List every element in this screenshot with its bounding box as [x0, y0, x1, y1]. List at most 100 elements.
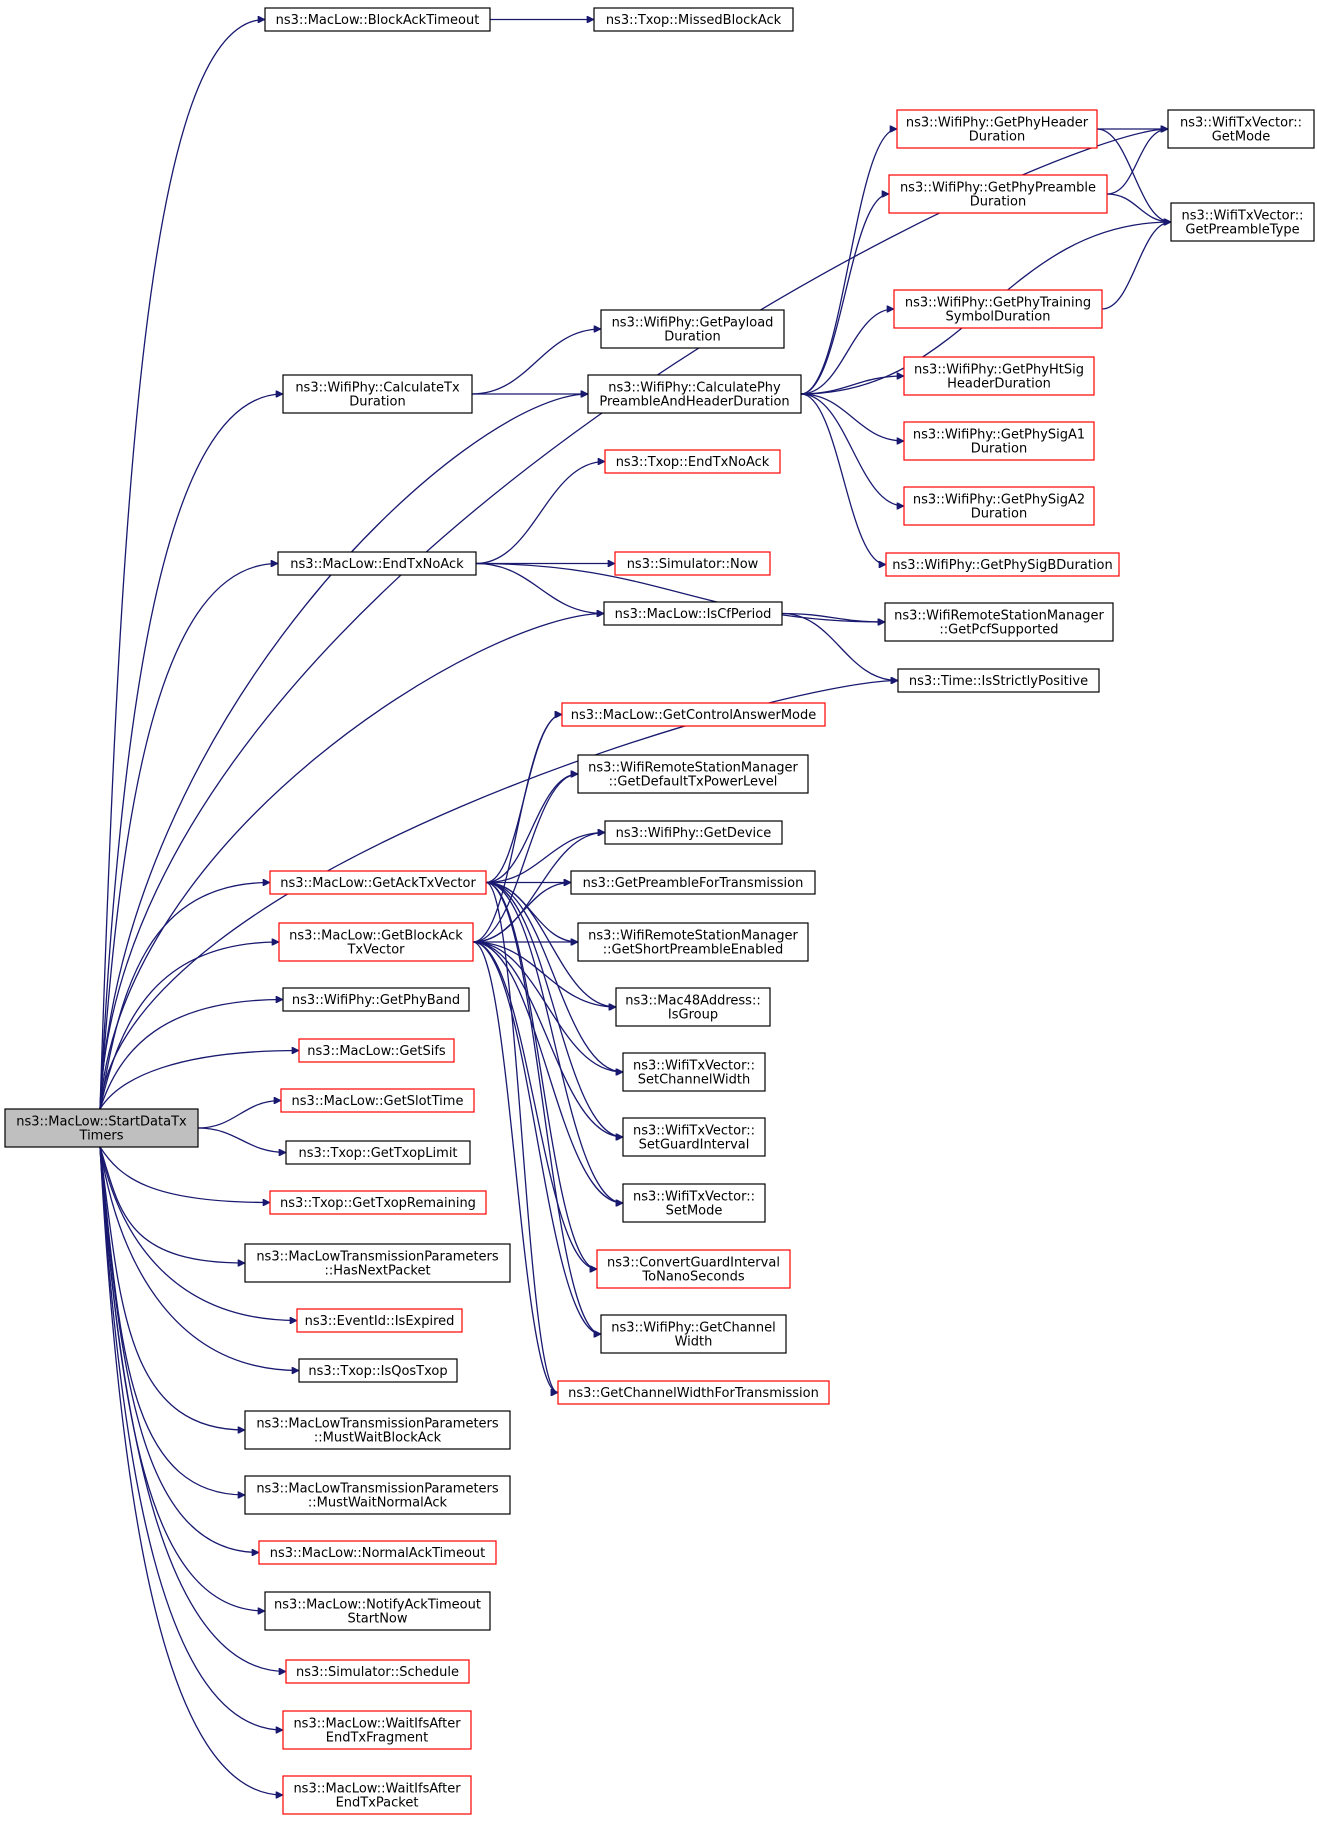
node-label: ns3::WifiPhy::GetPhyHeader [906, 116, 1089, 131]
node-label: ns3::MacLowTransmissionParameters [256, 1250, 499, 1265]
node-box [282, 987, 470, 1012]
node-label: ns3::MacLow::NormalAckTimeout [270, 1546, 486, 1561]
node-box [557, 1380, 830, 1405]
edges-layer [99, 20, 1171, 1796]
node-block-ack-timeout[interactable]: ns3::MacLow::BlockAckTimeout [264, 7, 491, 32]
node-box [903, 486, 1095, 526]
node-box [282, 374, 473, 414]
node-label: ns3::WifiTxVector:: [633, 1124, 755, 1139]
node-get-preamble-for-tx[interactable]: ns3::GetPreambleForTransmission [570, 870, 816, 895]
node-label: Width [675, 1335, 713, 1350]
node-label: ns3::WifiTxVector:: [1180, 116, 1302, 131]
node-get-control-answer-mode[interactable]: ns3::MacLow::GetControlAnswerMode [561, 702, 826, 727]
node-event-is-expired[interactable]: ns3::EventId::IsExpired [296, 1308, 463, 1333]
node-set-channel-width[interactable]: ns3::WifiTxVector::SetChannelWidth [622, 1052, 766, 1092]
node-box [896, 109, 1098, 149]
edge-mac-end-tx-no-ack-to-is-cf-period [475, 562, 604, 614]
edge-get-block-ack-tx-vector-to-set-channel-width [472, 941, 623, 1072]
node-box [615, 987, 771, 1027]
edge-root-to-is-strictly-positive [99, 681, 898, 1110]
node-get-device[interactable]: ns3::WifiPhy::GetDevice [604, 820, 783, 845]
node-get-phy-band[interactable]: ns3::WifiPhy::GetPhyBand [282, 987, 470, 1012]
node-simulator-now[interactable]: ns3::Simulator::Now [614, 551, 771, 576]
node-normal-ack-timeout[interactable]: ns3::MacLow::NormalAckTimeout [258, 1540, 497, 1565]
node-label: ::MustWaitBlockAck [314, 1431, 442, 1446]
node-missed-block-ack[interactable]: ns3::Txop::MissedBlockAck [593, 7, 794, 32]
node-box [577, 922, 809, 962]
node-box [269, 1190, 487, 1215]
edge-get-block-ack-tx-vector-to-get-channel-width [472, 941, 601, 1334]
node-get-preamble-type[interactable]: ns3::WifiTxVector::GetPreambleType [1170, 202, 1315, 242]
node-get-short-preamble-enabled[interactable]: ns3::WifiRemoteStationManager::GetShortP… [577, 922, 809, 962]
node-box [884, 602, 1114, 642]
edge-mac-end-tx-no-ack-to-txop-end-tx-no-ack [475, 462, 605, 565]
node-get-txop-remaining[interactable]: ns3::Txop::GetTxopRemaining [269, 1190, 487, 1215]
node-label: ns3::Simulator::Now [627, 557, 759, 572]
node-must-wait-block-ack[interactable]: ns3::MacLowTransmissionParameters::MustW… [244, 1410, 511, 1450]
node-label: Timers [79, 1129, 124, 1144]
node-get-channel-width-for-tx[interactable]: ns3::GetChannelWidthForTransmission [557, 1380, 830, 1405]
node-label: SetGuardInterval [639, 1138, 750, 1153]
node-box [277, 551, 477, 576]
edge-is-cf-period-to-get-pcf-supported [781, 612, 885, 623]
node-box [622, 1117, 766, 1157]
node-label: ns3::WifiTxVector:: [1181, 209, 1303, 224]
node-box [285, 1659, 470, 1684]
node-get-txop-limit[interactable]: ns3::Txop::GetTxopLimit [285, 1140, 471, 1165]
node-get-mode[interactable]: ns3::WifiTxVector::GetMode [1167, 109, 1315, 149]
node-calc-preamble-header[interactable]: ns3::WifiPhy::CalculatePhyPreambleAndHea… [587, 374, 802, 414]
edge-mac-end-tx-no-ack-to-get-pcf-supported [475, 562, 885, 623]
node-get-sifs[interactable]: ns3::MacLow::GetSifs [298, 1038, 455, 1063]
node-phy-sig-b[interactable]: ns3::WifiPhy::GetPhySigBDuration [885, 552, 1120, 577]
node-box [570, 870, 816, 895]
node-is-qos-txop[interactable]: ns3::Txop::IsQosTxop [298, 1358, 458, 1383]
node-label: ::GetShortPreambleEnabled [603, 943, 784, 958]
edge-phy-training-symbol-to-get-preamble-type [1101, 222, 1171, 310]
node-box [587, 374, 802, 414]
edge-root-to-mac-end-tx-no-ack [99, 564, 278, 1110]
edge-root-to-get-mode [99, 129, 1168, 1110]
node-box [577, 754, 809, 794]
node-label: ns3::MacLow::EndTxNoAck [290, 557, 464, 572]
edge-phy-header-duration-to-get-preamble-type [1096, 128, 1171, 222]
node-phy-training-symbol[interactable]: ns3::WifiPhy::GetPhyTrainingSymbolDurati… [893, 289, 1103, 329]
node-get-slot-time[interactable]: ns3::MacLow::GetSlotTime [280, 1088, 475, 1113]
node-box [622, 1183, 766, 1223]
node-must-wait-normal-ack[interactable]: ns3::MacLowTransmissionParameters::MustW… [244, 1475, 511, 1515]
node-simulator-schedule[interactable]: ns3::Simulator::Schedule [285, 1659, 470, 1684]
node-label: Duration [970, 195, 1026, 210]
node-is-cf-period[interactable]: ns3::MacLow::IsCfPeriod [603, 601, 783, 626]
edge-root-to-get-sifs [99, 1051, 299, 1110]
node-set-mode[interactable]: ns3::WifiTxVector::SetMode [622, 1183, 766, 1223]
edge-calc-preamble-header-to-phy-training-symbol [800, 309, 894, 395]
node-label: ns3::WifiPhy::GetDevice [616, 826, 772, 841]
node-get-pcf-supported[interactable]: ns3::WifiRemoteStationManager::GetPcfSup… [884, 602, 1114, 642]
node-box [282, 1710, 472, 1750]
node-txop-end-tx-no-ack[interactable]: ns3::Txop::EndTxNoAck [604, 449, 781, 474]
node-is-strictly-positive[interactable]: ns3::Time::IsStrictlyPositive [897, 668, 1100, 693]
node-label: ns3::WifiPhy::CalculateTx [295, 381, 460, 396]
node-box [258, 1540, 497, 1565]
node-label: ns3::MacLow::StartDataTx [16, 1115, 187, 1130]
node-get-channel-width[interactable]: ns3::WifiPhy::GetChannelWidth [600, 1314, 787, 1354]
node-has-next-packet[interactable]: ns3::MacLowTransmissionParameters::HasNe… [244, 1243, 511, 1283]
node-get-default-tx-power[interactable]: ns3::WifiRemoteStationManager::GetDefaul… [577, 754, 809, 794]
node-get-ack-tx-vector[interactable]: ns3::MacLow::GetAckTxVector [269, 870, 487, 895]
node-set-guard-interval[interactable]: ns3::WifiTxVector::SetGuardInterval [622, 1117, 766, 1157]
node-is-group[interactable]: ns3::Mac48Address::IsGroup [615, 987, 771, 1027]
node-mac-end-tx-no-ack[interactable]: ns3::MacLow::EndTxNoAck [277, 551, 477, 576]
node-label: ToNanoSeconds [641, 1270, 744, 1285]
